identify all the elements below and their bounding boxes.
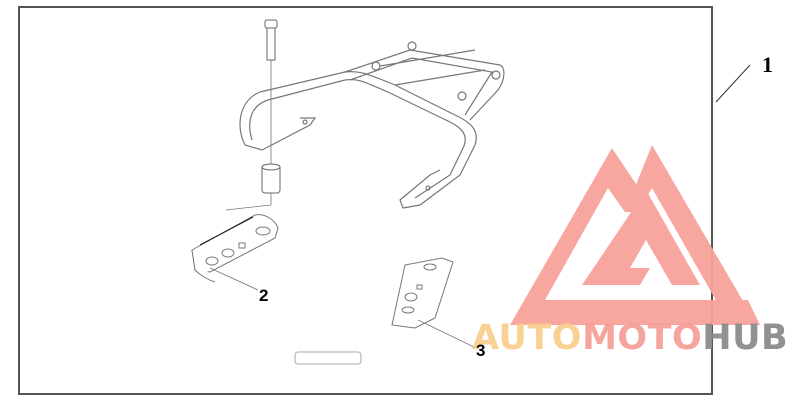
- diagram-frame: [18, 6, 713, 395]
- watermark-hub: HUB: [702, 318, 789, 358]
- right-bracket-part-3: [391, 257, 454, 329]
- watermark-logo-icon: [510, 145, 760, 325]
- label-plate: [294, 351, 362, 365]
- leader-line-2: [209, 267, 259, 291]
- bolt-icon: [264, 19, 278, 61]
- callout-1-label: 1: [762, 52, 773, 77]
- left-bracket-part-2: [191, 214, 279, 283]
- callout-3-label: 3: [476, 341, 486, 360]
- watermark-auto: AUTO: [472, 318, 583, 358]
- callout-2-label: 2: [259, 286, 269, 305]
- leader-line-3: [417, 319, 477, 349]
- watermark-text: AUTOMOTOHUB: [472, 318, 788, 358]
- collar-spacer-icon: [261, 163, 281, 194]
- watermark-moto: MOTO: [582, 318, 703, 358]
- rear-carrier-frame: [239, 41, 505, 209]
- leader-line-1: [715, 64, 751, 103]
